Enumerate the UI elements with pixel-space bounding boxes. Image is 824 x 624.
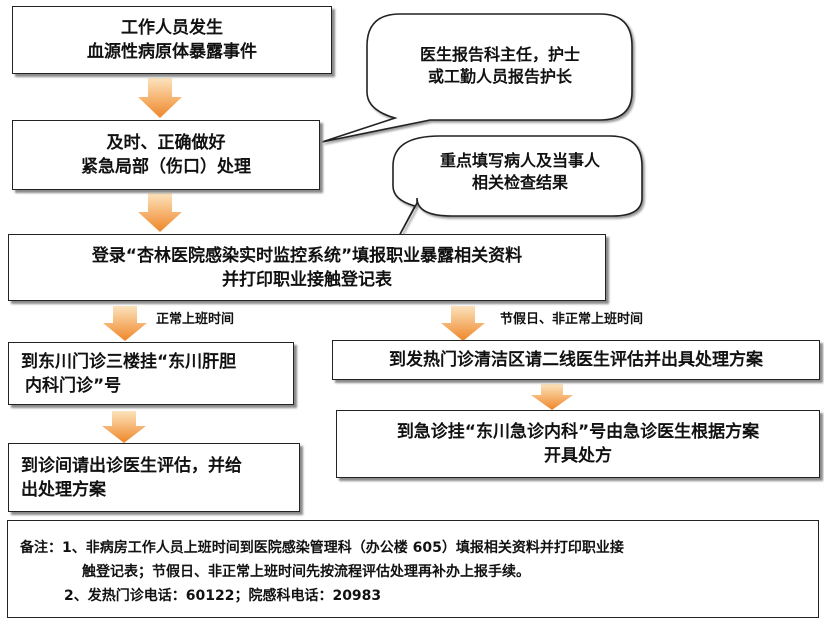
step-left-register: 到东川门诊三楼挂“东川肝胆 内科门诊”号 <box>8 342 294 405</box>
step-wound-treatment: 及时、正确做好 紧急局部（伤口）处理 <box>12 120 320 190</box>
callout-report-line2: 或工勤人员报告护长 <box>427 67 572 86</box>
step-report-line1: 登录“杏林医院感染实时监控系统”填报职业暴露相关资料 <box>91 245 523 266</box>
step-report-line2: 并打印职业接触登记表 <box>222 269 392 290</box>
note-line1: 备注：1、非病房工作人员上班时间到医院感染管理科（办公楼 605）填报相关资料并… <box>20 540 624 556</box>
right-emergency-line1: 到急诊挂“东川急诊内科”号由急诊医生根据方案 <box>396 422 760 442</box>
arrow-down-1 <box>138 78 182 118</box>
callout-bubble-fill <box>392 135 643 239</box>
arrow-down-left-branch <box>103 306 147 341</box>
branch-label-holiday-hours: 节假日、非正常上班时间 <box>500 312 644 327</box>
callout-bubble-report <box>321 13 633 143</box>
step-system-report: 登录“杏林医院感染实时监控系统”填报职业暴露相关资料 并打印职业接触登记表 <box>8 234 606 301</box>
arrow-down-right-branch <box>441 306 485 341</box>
arrow-down-right-2 <box>531 384 573 410</box>
callout-fill-line2: 相关检查结果 <box>471 173 568 192</box>
step-exposure-line2: 血源性病原体暴露事件 <box>87 42 257 62</box>
note-box: 备注：1、非病房工作人员上班时间到医院感染管理科（办公楼 605）填报相关资料并… <box>7 520 819 618</box>
callout-fill-line1: 重点填写病人及当事人 <box>439 151 600 170</box>
step-wound-line2: 紧急局部（伤口）处理 <box>81 157 251 177</box>
left-register-line1: 到东川门诊三楼挂“东川肝胆 <box>21 351 237 372</box>
note-line2: 触登记表；节假日、非正常上班时间先按流程评估处理再补办上报手续。 <box>82 564 530 580</box>
arrow-down-left-2 <box>102 411 146 443</box>
left-eval-line2: 出处理方案 <box>21 479 106 500</box>
callout-fill-text: 重点填写病人及当事人 相关检查结果 <box>402 150 638 194</box>
note-line3: 2、发热门诊电话：60122；院感科电话：20983 <box>64 588 382 604</box>
arrow-down-2 <box>138 193 182 232</box>
branch-label-normal-hours: 正常上班时间 <box>156 312 235 327</box>
callout-report-line1: 医生报告科主任，护士 <box>419 45 580 64</box>
step-left-evaluation: 到诊间请出诊医生评估，并给 出处理方案 <box>8 443 300 512</box>
step-right-emergency: 到急诊挂“东川急诊内科”号由急诊医生根据方案 开具处方 <box>336 410 820 478</box>
step-exposure-line1: 工作人员发生 <box>121 18 223 38</box>
callout-report-text: 医生报告科主任，护士 或工勤人员报告护长 <box>382 44 618 88</box>
left-register-line2: 内科门诊”号 <box>25 375 122 396</box>
step-right-fever-clinic: 到发热门诊清洁区请二线医生评估并出具处理方案 <box>332 340 820 380</box>
step-wound-line1: 及时、正确做好 <box>106 133 226 153</box>
step-exposure-event: 工作人员发生 血源性病原体暴露事件 <box>12 6 332 74</box>
right-emergency-line2: 开具处方 <box>544 446 612 466</box>
left-eval-line1: 到诊间请出诊医生评估，并给 <box>21 455 242 476</box>
right-fever-line1: 到发热门诊清洁区请二线医生评估并出具处理方案 <box>389 350 763 370</box>
